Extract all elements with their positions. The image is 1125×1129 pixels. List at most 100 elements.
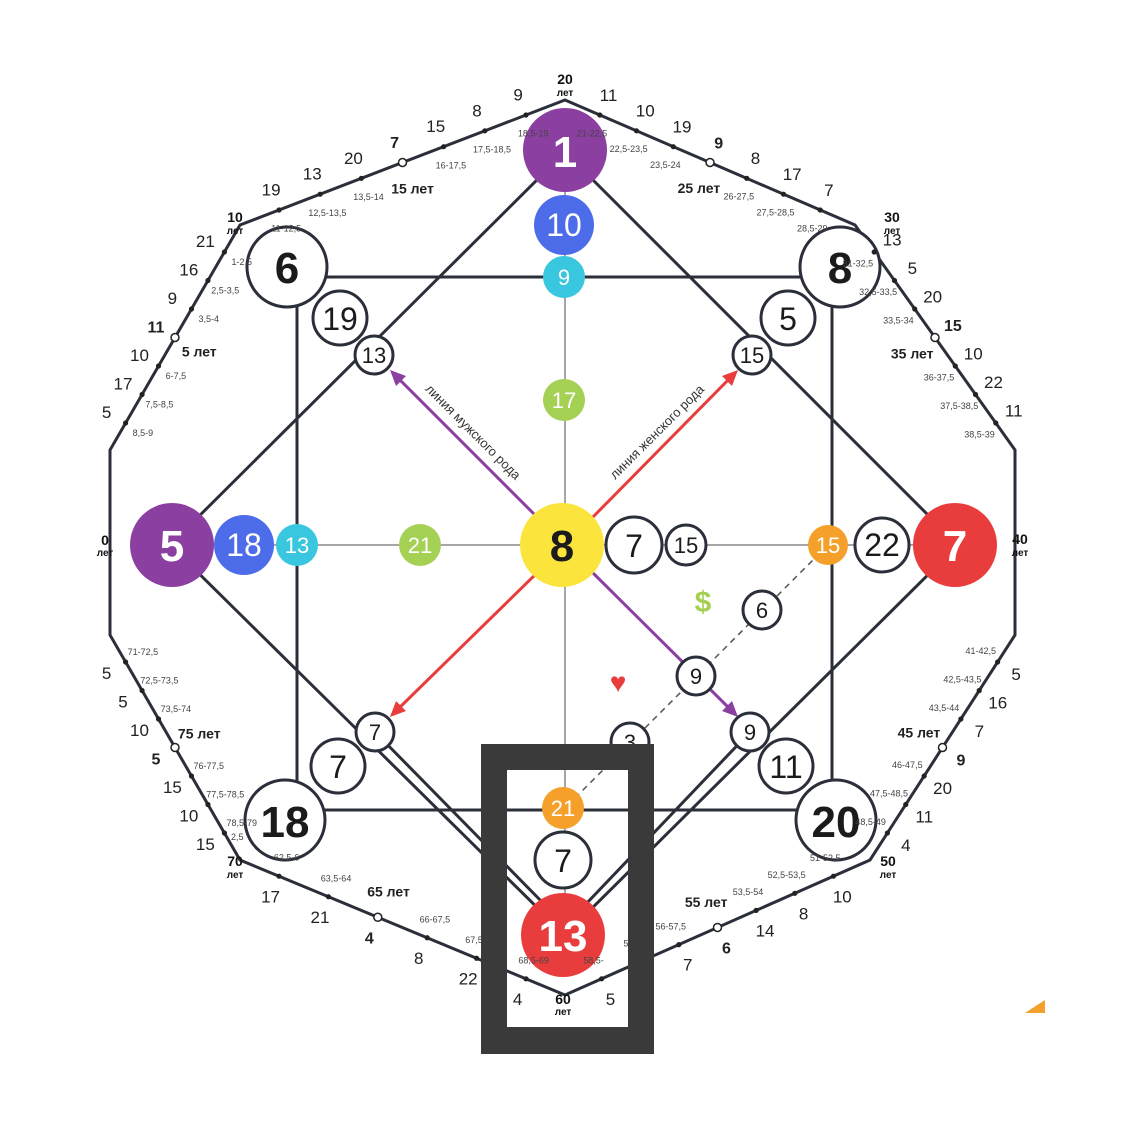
inner-line-bl <box>373 730 547 907</box>
node-top-blue[interactable]: 10 <box>534 195 594 255</box>
node-bottom-white[interactable]: 7 <box>533 830 593 890</box>
edge-tick-dot <box>188 773 195 779</box>
node-top-left[interactable]: 6 <box>245 225 329 309</box>
svg-text:15: 15 <box>816 533 840 558</box>
svg-text:лет: лет <box>555 1007 572 1018</box>
node-bl-inner[interactable]: 7 <box>354 711 396 753</box>
edge-tick-dot <box>676 942 682 948</box>
edge-tick-dot <box>170 332 180 343</box>
edge-tick-range: 41-42,5 <box>966 646 997 656</box>
edge-tick-range: 17,5-18,5 <box>473 145 511 155</box>
edge-tick-number: 9 <box>513 85 522 104</box>
svg-text:50: 50 <box>880 853 896 869</box>
edge-tick-number: 17 <box>114 374 133 393</box>
edge-tick-dot <box>358 175 364 181</box>
highlight-frame-ring <box>481 744 654 1054</box>
edge-years-label: 65 лет <box>367 883 410 899</box>
node-right-white[interactable]: 22 <box>853 516 911 574</box>
svg-text:21: 21 <box>551 796 575 821</box>
svg-text:9: 9 <box>558 265 570 290</box>
edge-tick-range: 37,5-38,5 <box>940 401 978 411</box>
node-center[interactable]: 8 <box>520 503 604 587</box>
node-bottom-left[interactable]: 18 <box>243 778 327 862</box>
edge-tick-number: 5 <box>151 752 160 769</box>
edge-tick-number: 16 <box>988 693 1007 712</box>
edge-tick-dot <box>139 687 145 694</box>
node-top[interactable]: 1 <box>523 108 607 192</box>
edge-tick-number: 22 <box>984 373 1003 392</box>
node-diag-9[interactable]: 9 <box>675 655 717 697</box>
node-tr-outer[interactable]: 5 <box>759 289 817 347</box>
edge-tick-number: 13 <box>883 230 902 249</box>
edge-tick-range: 6-7,5 <box>166 371 187 381</box>
node-left-cyan[interactable]: 13 <box>276 524 318 566</box>
node-left[interactable]: 5 <box>130 503 214 587</box>
node-top-right[interactable]: 8 <box>798 225 882 309</box>
edge-tick-range: 13,5-14 <box>353 192 384 202</box>
node-tl-outer[interactable]: 19 <box>311 289 369 347</box>
edge-tick-range: 2,5 <box>231 832 244 842</box>
edge-tick-range: 52,5-53,5 <box>768 870 806 880</box>
node-center-right1[interactable]: 7 <box>604 515 664 575</box>
edge-years-label: 35 лет <box>891 346 934 362</box>
svg-text:15: 15 <box>740 343 764 368</box>
edge-tick-number: 7 <box>683 956 692 975</box>
svg-text:18: 18 <box>261 798 310 847</box>
svg-text:30: 30 <box>884 209 900 225</box>
node-bl-outer[interactable]: 7 <box>309 737 367 795</box>
edge-tick-number: 9 <box>714 135 723 152</box>
edge-tick-dot <box>373 912 383 922</box>
outer-octagon <box>108 98 1017 997</box>
male-line-upper <box>393 373 542 522</box>
svg-text:70: 70 <box>227 853 243 869</box>
edge-tick-number: 5 <box>118 693 127 712</box>
edge-tick-dot <box>633 128 640 134</box>
svg-text:11: 11 <box>769 749 802 785</box>
node-left-blue[interactable]: 18 <box>214 515 274 575</box>
edge-tick-dot <box>952 363 958 369</box>
edge-tick-dot <box>155 363 162 369</box>
edge-tick-range: 63,5-64 <box>321 873 352 883</box>
node-bottom-orange[interactable]: 21 <box>542 787 584 829</box>
node-br-inner[interactable]: 9 <box>729 711 771 753</box>
node-bottom[interactable]: 13 <box>521 893 605 977</box>
svg-text:1: 1 <box>553 128 577 177</box>
age-10: 10 лет <box>227 209 244 237</box>
svg-text:0: 0 <box>101 532 109 548</box>
node-tr-inner[interactable]: 15 <box>731 334 773 376</box>
edge-tick-number: 4 <box>365 931 374 948</box>
edge-tick-dot <box>170 742 180 753</box>
node-right-orange[interactable]: 15 <box>808 525 848 565</box>
node-diag-6[interactable]: 6 <box>741 589 783 631</box>
edge-years-label: 5 лет <box>182 344 217 360</box>
edge-tick-range: 33,5-34 <box>883 316 914 326</box>
edge-tick-dot <box>597 112 603 118</box>
node-bottom-right[interactable]: 20 <box>794 778 878 862</box>
edge-tick-range: 12,5-13,5 <box>308 208 346 218</box>
edge-tick-range: 71-72,5 <box>128 647 159 657</box>
svg-text:19: 19 <box>322 301 358 337</box>
edge-tick-range: 28,5-29 <box>797 223 828 233</box>
svg-text:7: 7 <box>369 720 381 745</box>
node-top-cyan[interactable]: 9 <box>543 256 585 298</box>
svg-text:7: 7 <box>329 749 347 785</box>
edge-tick-number: 20 <box>923 287 942 306</box>
svg-text:7: 7 <box>554 843 572 879</box>
edge-tick-range: 53,5-54 <box>733 887 764 897</box>
node-right[interactable]: 7 <box>913 503 997 587</box>
edge-tick-dot <box>123 420 129 426</box>
node-br-outer[interactable]: 11 <box>757 737 815 795</box>
svg-text:13: 13 <box>285 533 309 558</box>
svg-text:9: 9 <box>744 720 756 745</box>
node-tl-inner[interactable]: 13 <box>353 334 395 376</box>
svg-text:7: 7 <box>625 528 643 564</box>
female-arrow-head <box>722 370 738 386</box>
edge-tick-range: 8,5-9 <box>133 428 154 438</box>
svg-text:лет: лет <box>884 226 901 237</box>
node-top-green[interactable]: 17 <box>543 379 585 421</box>
node-center-right2[interactable]: 15 <box>664 523 708 567</box>
edge-tick-range: 2,5-3,5 <box>211 286 239 296</box>
edge-tick-range: 31-32,5 <box>843 259 874 269</box>
node-left-green[interactable]: 21 <box>399 524 441 566</box>
edge-tick-range: 43,5-44 <box>929 703 960 713</box>
